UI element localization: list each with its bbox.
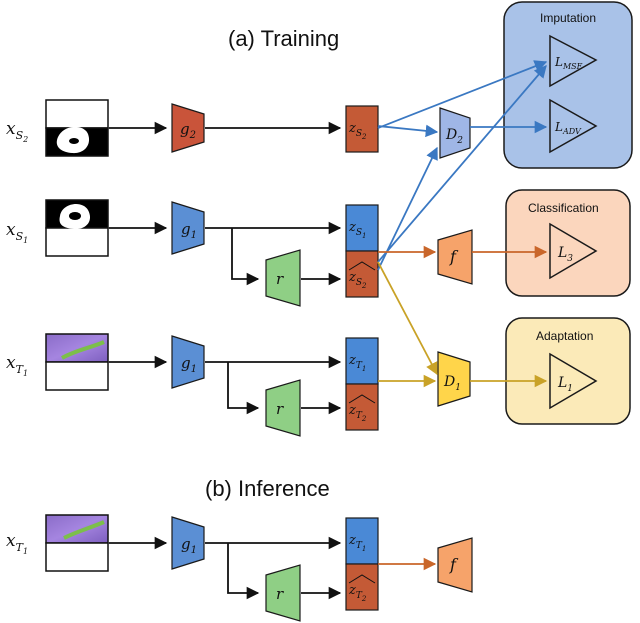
- latent-zt2-hat-label: zT2: [348, 403, 367, 423]
- imputation-title: Imputation: [540, 11, 596, 25]
- input-xs1-label: xS1: [6, 220, 28, 245]
- latent-zt1-infer-label: zT1: [348, 533, 366, 553]
- arrow-zs2-d2: [377, 124, 439, 138]
- arrow-g1-r-target: [227, 362, 260, 415]
- input-xt1-train-image: [45, 333, 109, 391]
- latent-zs2: [345, 105, 379, 153]
- reconstructor-r-infer: [265, 564, 301, 622]
- discriminator-d2: [439, 107, 471, 159]
- arrow-zs-d1: [377, 261, 438, 376]
- loss-mse-triangle: [549, 34, 598, 88]
- input-xs1-image: [45, 199, 109, 257]
- reconstructor-r-target-label: r: [276, 400, 284, 418]
- arrow-g1-r-infer: [227, 543, 260, 600]
- imputation-box: Imputation LMSE LADV: [503, 1, 633, 169]
- encoder-g1-infer: [171, 516, 205, 570]
- latent-zt2-hat-infer-label: zT2: [348, 583, 367, 603]
- discriminator-d1: [437, 351, 471, 407]
- loss-l1-label: L1: [557, 375, 573, 394]
- discriminator-d1-label: D1: [443, 374, 461, 393]
- hat-zt2: [348, 394, 376, 404]
- arrow-zs2hat-mse: [377, 65, 547, 263]
- reconstructor-r-target: [265, 379, 301, 437]
- encoder-g1-source: [171, 201, 205, 255]
- classifier-f-infer: [437, 537, 473, 593]
- loss-adv-triangle: [549, 98, 598, 154]
- latent-zs2-hat-label: zS2: [348, 270, 367, 290]
- encoder-g1-source-label: g1: [181, 220, 197, 241]
- loss-l1-triangle: [549, 352, 598, 410]
- inference-title: (b) Inference: [205, 476, 330, 501]
- arrow-zs2-mse: [377, 60, 548, 129]
- loss-l3-label: L3: [557, 245, 573, 264]
- classifier-f-train-label: f: [449, 247, 459, 266]
- loss-l3-triangle: [549, 222, 598, 280]
- latent-zs2-hat: [345, 250, 379, 298]
- input-xs2-label: xS2: [6, 119, 28, 144]
- latent-zt2-hat: [345, 383, 379, 431]
- input-xs2-image: [45, 99, 109, 157]
- latent-zs2-label: zS2: [348, 121, 367, 141]
- encoder-g1-target: [171, 335, 205, 389]
- classification-box: Classification L3: [505, 189, 631, 297]
- encoder-g2: [171, 103, 205, 153]
- adaptation-title: Adaptation: [536, 329, 593, 343]
- loss-mse-label: LMSE: [554, 55, 583, 71]
- loss-adv-label: LADV: [554, 120, 582, 136]
- classification-title: Classification: [528, 201, 599, 215]
- arrow-g1-r-source: [231, 228, 260, 286]
- reconstructor-r-source-label: r: [276, 270, 284, 288]
- encoder-g1-target-label: g1: [181, 354, 197, 375]
- encoder-g1-infer-label: g1: [181, 535, 197, 556]
- classifier-f-train: [437, 229, 473, 285]
- reconstructor-r-source: [265, 249, 301, 307]
- latent-zs1-label: zS1: [348, 220, 367, 240]
- latent-zs1: [345, 204, 379, 252]
- input-xt1-infer-image: [45, 514, 109, 572]
- encoder-g2-label: g2: [180, 120, 196, 141]
- discriminator-d2-label: D2: [445, 127, 463, 146]
- input-xt1-infer-label: xT1: [6, 531, 28, 556]
- hat-zt2-infer: [348, 574, 376, 584]
- latent-zt2-hat-infer: [345, 563, 379, 611]
- input-xt1-train-label: xT1: [6, 353, 28, 378]
- training-title: (a) Training: [228, 26, 339, 51]
- classifier-f-infer-label: f: [449, 555, 459, 574]
- reconstructor-r-infer-label: r: [276, 585, 284, 603]
- latent-zt1-label: zT1: [348, 353, 366, 373]
- latent-zt1: [345, 337, 379, 385]
- hat-zs2: [348, 261, 376, 271]
- adaptation-box: Adaptation L1: [505, 317, 631, 425]
